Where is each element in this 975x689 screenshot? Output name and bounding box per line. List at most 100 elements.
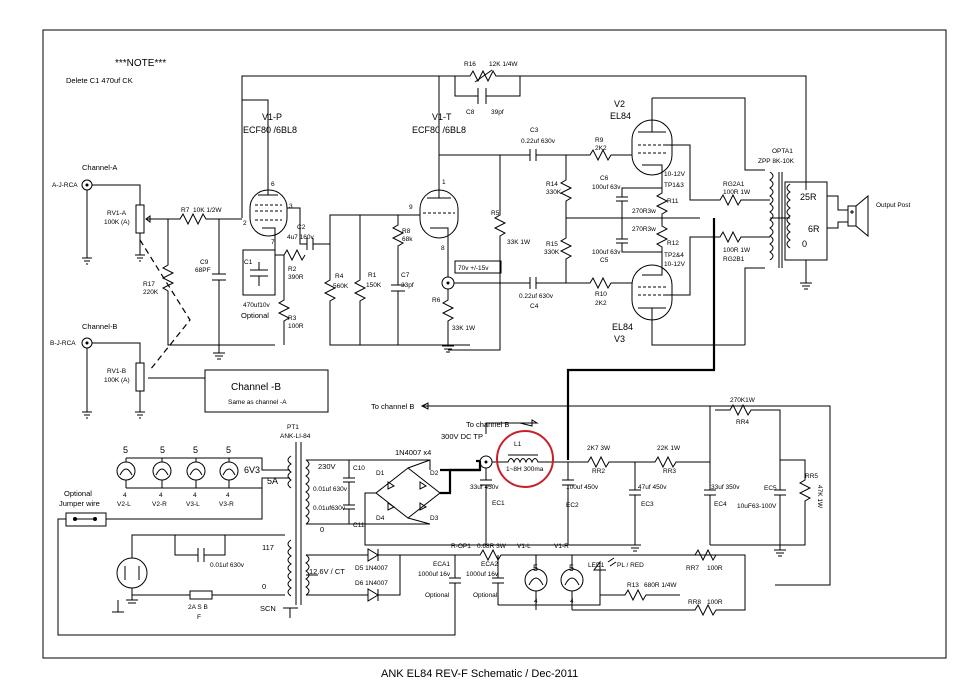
ec2-value: 100uf 450v: [566, 484, 599, 491]
r15-value: 330K: [544, 249, 560, 256]
heater-tube-v3l: V3-L: [186, 501, 200, 508]
c6-label: C6: [600, 175, 609, 182]
r14-value: 330K: [546, 189, 562, 196]
c9-value: 68PF: [195, 267, 211, 274]
r15-label: R15: [546, 241, 558, 248]
c9-label: C9: [200, 259, 209, 266]
r7-value: 10K 1/2W: [193, 207, 222, 214]
r3-value: 100R: [288, 323, 304, 330]
c1-value: 470uf10v: [243, 302, 270, 309]
c3-label: C3: [530, 127, 539, 134]
c5-label: C5: [600, 257, 609, 264]
channel-b-input: Channel-B B-J-RCA RV1-B 100K (A) Channel…: [50, 322, 329, 419]
r4-value: 560K: [333, 283, 349, 290]
c7-value: 33pf: [401, 282, 414, 289]
opt-tap-0: 0: [802, 239, 807, 249]
r5-label: R5: [491, 210, 500, 217]
tp13-volt: 10-12V: [664, 171, 686, 178]
led-type: PL / RED: [617, 562, 644, 569]
rr2-label: RR2: [592, 468, 605, 475]
c8-value: 39pf: [491, 109, 504, 116]
r2-label: R2: [288, 266, 297, 273]
r3-label: R3: [288, 315, 297, 322]
r4-label: R4: [335, 273, 344, 280]
heater-pin-5b: 5: [160, 445, 165, 455]
bridge-d4: D4: [376, 515, 385, 522]
ec1-value: 33uf 450v: [470, 484, 499, 491]
c4-value: 0.22uf 630v: [519, 293, 554, 300]
tp24-volt: 10-12V: [664, 261, 686, 268]
voltage-box: [454, 260, 502, 274]
v1p-name: V1-P: [262, 112, 282, 122]
r17-value: 220K: [143, 289, 159, 296]
heater-pin-5a: 5: [123, 445, 128, 455]
to-channel-b-2: To channel B: [466, 420, 509, 429]
page-frame: [42, 29, 947, 659]
pt1-type: ANK-LI-84: [280, 433, 311, 440]
heater-pin-5c: 5: [193, 445, 198, 455]
heater-volt: 6V3: [244, 465, 260, 475]
ct-label: 12.6V / CT: [309, 567, 345, 576]
voltage-label: 70v +/-15v: [458, 265, 489, 272]
heater-section: 5 5 5 5 4 4 4 4 V2-L V2-R V3-L V3-R 6V3 …: [116, 445, 290, 508]
tube-v1p: V1-P ECF80 /6BL8 6 3 2 7 C2 4u7 160v C1 …: [241, 99, 470, 346]
r13-label: R13: [627, 582, 639, 589]
eca2-optional: Optional: [473, 592, 498, 599]
v1p-pin-7: 7: [271, 239, 275, 246]
r1-value: 150K: [366, 282, 382, 289]
heater-current: 5A: [267, 476, 278, 486]
v1t-pin-8: 8: [441, 245, 445, 252]
output-stage: V2 EL84 R9 2K2 EL84 V3 R10 2K2 R14 330K …: [544, 97, 770, 346]
note-heading: ***NOTE***: [115, 58, 166, 69]
v1p-pin-2: 2: [243, 220, 247, 227]
l1-highlight-circle: [496, 430, 554, 488]
rr5-value: 47K 1W: [816, 485, 823, 509]
primary-117: 117: [262, 543, 274, 552]
opt-type: ZPP 8K-10K: [758, 158, 795, 165]
speaker-icon: [847, 205, 857, 227]
c4-label: C4: [530, 303, 539, 310]
fuse-label: F: [197, 614, 201, 621]
output-post-label: Output Post: [876, 202, 911, 209]
heater-pin-4c: 4: [193, 492, 197, 499]
r16-value: 12K 1/4W: [489, 61, 518, 68]
v1p-pin-3: 3: [289, 203, 293, 210]
heater-pin-4a: 4: [123, 492, 127, 499]
c1-box: [242, 249, 276, 296]
heater-tube-v2l: V2-L: [117, 501, 131, 508]
rg2a1-value: 100R 1W: [723, 189, 751, 196]
scn-label: SCN: [260, 604, 276, 613]
output-transformer: OPTA1 ZPP 8K-10K 25R 6R 0 Output Post: [758, 148, 911, 290]
rop1-label: R-OP1: [451, 543, 471, 550]
heater-pin-4d: 4: [226, 492, 230, 499]
heater-tube-v2r: V2-R: [152, 501, 167, 508]
opt-tap-25r: 25R: [800, 192, 817, 202]
r8-value: 68k: [402, 236, 413, 243]
v3-type: EL84: [612, 322, 633, 332]
heater-pin-5d: 5: [226, 445, 231, 455]
c2-label: C2: [297, 224, 306, 231]
v1p-pin-6: 6: [271, 181, 275, 188]
v1t-name: V1-T: [432, 112, 452, 122]
c1-label: C1: [244, 259, 253, 266]
heater-pin-4b: 4: [159, 492, 163, 499]
bridge-d3: D3: [430, 515, 439, 522]
v1t-pin-9: 9: [409, 204, 413, 211]
channel-a-input: Channel-A A-J-RCA RV1-A 100K (A) R7 10K …: [52, 163, 275, 371]
c6-value: 100uf 63v: [592, 184, 621, 191]
rr7-value: 100R: [707, 565, 723, 572]
r9-label: R9: [595, 137, 604, 144]
v1p-type: ECF80 /6BL8: [243, 125, 297, 135]
l1-label: L1: [514, 441, 522, 448]
c10-label: C10: [353, 465, 365, 472]
eca1-value: 1000uf 16v: [418, 571, 451, 578]
r12-value: 270R3w: [632, 226, 656, 233]
sec-cap2: 0.01uf630v: [313, 505, 346, 512]
r1-label: R1: [368, 272, 377, 279]
r14-label: R14: [546, 181, 558, 188]
note-body: Delete C1 470uf CK: [66, 76, 133, 85]
r13-value: 680R 1/4W: [644, 582, 677, 589]
ec3-label: EC3: [641, 501, 654, 508]
rr5-label: RR5: [805, 473, 818, 480]
